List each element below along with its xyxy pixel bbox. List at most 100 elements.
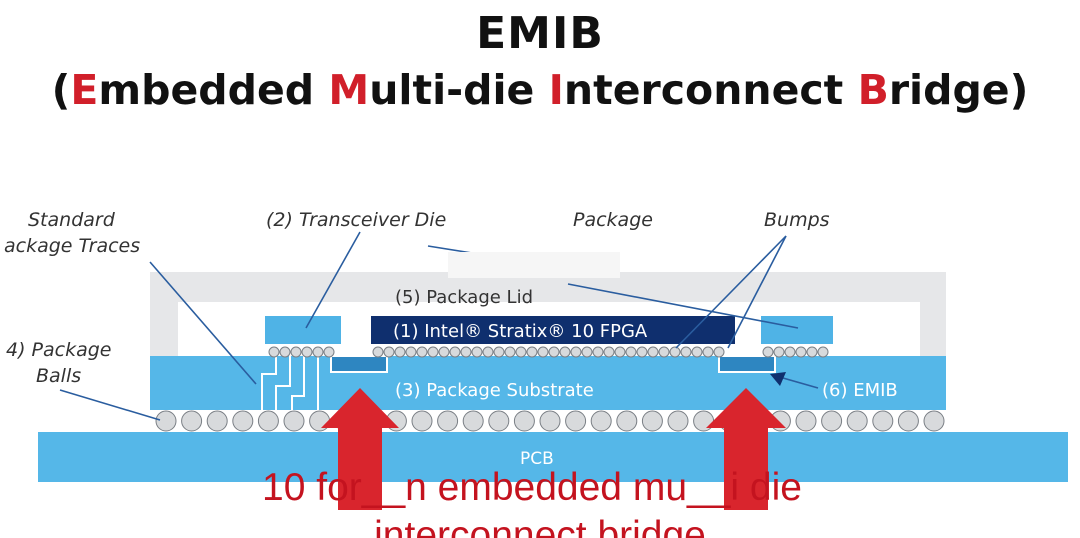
package-ball <box>437 410 459 432</box>
bump <box>416 346 428 358</box>
bump <box>592 346 604 358</box>
bump <box>290 346 302 358</box>
package-ball <box>539 410 561 432</box>
package-ball <box>462 410 484 432</box>
package-ball <box>488 410 510 432</box>
subtitle-word-multi-die: ulti-die <box>369 66 549 114</box>
bump <box>806 346 818 358</box>
bump <box>773 346 785 358</box>
subtitle-initial-b: B <box>857 66 889 114</box>
package-lid <box>150 272 946 356</box>
emib-pointer-arrowhead <box>770 372 786 386</box>
leader-transceiver-die <box>305 231 361 329</box>
bump <box>427 346 439 358</box>
package-ball <box>206 410 228 432</box>
bump <box>383 346 395 358</box>
bump <box>482 346 494 358</box>
bump <box>312 346 324 358</box>
package-ball <box>257 410 279 432</box>
label-standard-traces-2: ackage Traces <box>4 235 140 257</box>
package-ball <box>846 410 868 432</box>
bump <box>795 346 807 358</box>
leader-bumps-right <box>727 235 787 349</box>
label-package: Package <box>573 209 653 231</box>
package-ball <box>283 410 305 432</box>
label-standard-traces-1: Standard <box>28 209 116 231</box>
bump <box>658 346 670 358</box>
label-pcb: PCB <box>520 449 554 469</box>
package-ball <box>821 410 843 432</box>
package-ball <box>513 410 535 432</box>
label-package-lid: (5) Package Lid <box>395 287 533 308</box>
label-fpga: (1) Intel® Stratix® 10 FPGA <box>393 321 648 342</box>
leader-standard-traces <box>149 261 257 385</box>
label-package-balls-1: 4) Package <box>6 339 111 361</box>
subtitle-paren-close: ) <box>1009 66 1029 114</box>
transceiver-die-left <box>265 316 341 344</box>
bump <box>405 346 417 358</box>
package-ball <box>181 410 203 432</box>
bump <box>268 346 280 358</box>
subtitle-initial-e: E <box>70 66 99 114</box>
emib-bridge-left <box>330 355 388 373</box>
package-substrate <box>150 356 946 410</box>
subtitle-word-bridge: ridge <box>888 66 1010 114</box>
package-balls <box>155 410 945 432</box>
overlay-caption-line2: interconnect bridge <box>374 514 706 538</box>
package-ball <box>411 410 433 432</box>
pcb-board <box>38 432 1068 482</box>
subtitle-initial-m: M <box>328 66 370 114</box>
bump <box>460 346 472 358</box>
micro-bumps <box>268 346 829 358</box>
bump <box>636 346 648 358</box>
package-ball <box>641 410 663 432</box>
diagram-subtitle: (Embedded Multi-die Interconnect Bridge) <box>0 66 1080 114</box>
bump <box>702 346 714 358</box>
bump <box>438 346 450 358</box>
subtitle-word-interconnect: nterconnect <box>563 66 858 114</box>
bump <box>680 346 692 358</box>
package-ball <box>232 410 254 432</box>
red-arrow-right <box>706 388 786 510</box>
bump <box>647 346 659 358</box>
leader-package-balls <box>59 389 161 421</box>
bump <box>581 346 593 358</box>
emib-bridge-right <box>718 355 776 373</box>
bump <box>784 346 796 358</box>
bump <box>537 346 549 358</box>
label-package-substrate: (3) Package Substrate <box>395 380 594 401</box>
bump <box>301 346 313 358</box>
bump <box>570 346 582 358</box>
fpga-die <box>371 316 735 344</box>
package-ball <box>667 410 689 432</box>
bump <box>323 346 335 358</box>
red-arrow-left <box>321 388 399 510</box>
bump <box>394 346 406 358</box>
bump <box>449 346 461 358</box>
overlay-caption-line1: 10 for__n embedded mu__i die <box>262 466 802 509</box>
bump <box>762 346 774 358</box>
bump <box>713 346 725 358</box>
package-ball <box>795 410 817 432</box>
bump <box>817 346 829 358</box>
leader-package-lid <box>567 283 799 329</box>
label-package-balls-2: Balls <box>36 365 81 387</box>
bump <box>603 346 615 358</box>
subtitle-initial-i: I <box>548 66 564 114</box>
bump <box>625 346 637 358</box>
bump <box>559 346 571 358</box>
bump <box>279 346 291 358</box>
bump <box>614 346 626 358</box>
bump <box>669 346 681 358</box>
label-bumps: Bumps <box>764 209 830 231</box>
bump <box>504 346 516 358</box>
package-ball <box>616 410 638 432</box>
subtitle-paren-open: ( <box>51 66 71 114</box>
bump <box>691 346 703 358</box>
bump <box>372 346 384 358</box>
bump <box>548 346 560 358</box>
package-ball <box>897 410 919 432</box>
blur-patch <box>448 252 620 278</box>
package-ball <box>565 410 587 432</box>
